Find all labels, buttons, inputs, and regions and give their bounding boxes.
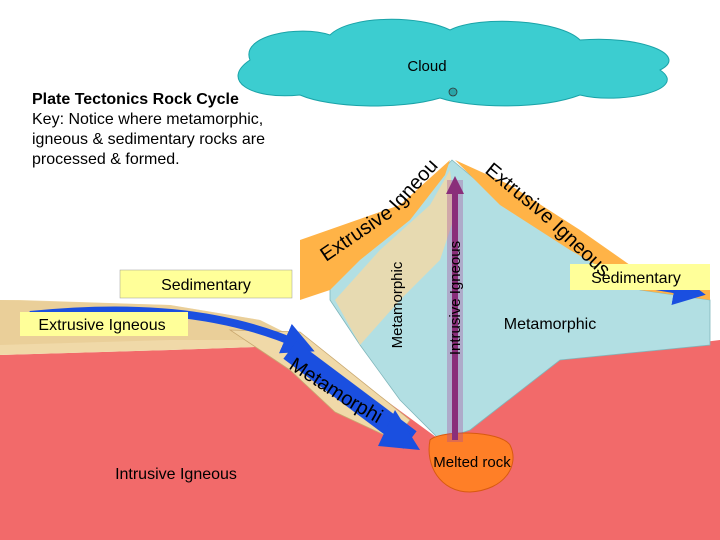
cloud-shape [237, 18, 670, 107]
mantle-layer [0, 340, 720, 540]
extrusive-left-box [20, 312, 188, 336]
sedimentary-right-box [570, 264, 710, 290]
metamorphic-right-label: Metamorphic [504, 316, 596, 333]
metamorphic-arrow-head [378, 410, 420, 450]
cloud-label: Cloud [407, 58, 446, 75]
intrusive-vertical-label: Intrusive Igneous [447, 241, 464, 355]
intrusive-bottom-label: Intrusive Igneous [115, 466, 237, 483]
left-volcanic-flow [300, 160, 450, 300]
key-text: : Notice where metamorphic, igneous & se… [32, 111, 265, 168]
sedimentary-right-label: Sedimentary [591, 270, 681, 287]
sedimentary-left-label: Sedimentary [161, 277, 251, 294]
key-label: Key [32, 111, 60, 128]
metamorphic-vertical-label: Metamorphic [389, 261, 406, 348]
melted-rock-label: Melted rock [433, 454, 511, 471]
sedimentary-left-box [119, 269, 293, 299]
melted-rock-pool [428, 432, 514, 493]
diagram-title-block: Plate Tectonics Rock Cycle Key: Notice w… [32, 90, 292, 170]
inner-tan-flow [335, 170, 455, 345]
extrusive-left-label: Extrusive Igneous [38, 317, 165, 334]
diagram-title: Plate Tectonics Rock Cycle [32, 91, 239, 108]
right-volcanic-flow [455, 160, 710, 300]
raindrop [448, 87, 458, 97]
